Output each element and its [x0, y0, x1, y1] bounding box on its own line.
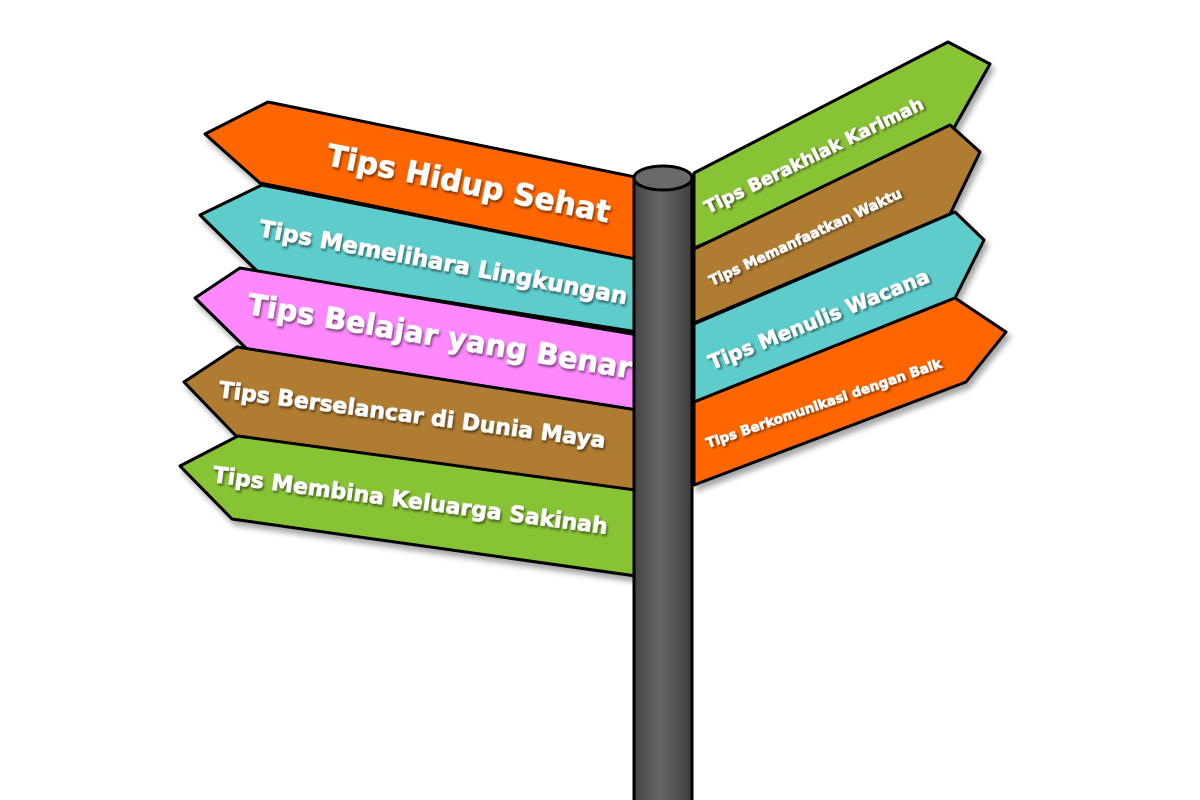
sign-board	[692, 296, 1008, 487]
sign-board	[692, 40, 992, 250]
sign-memanfaatkan-waktu: Tips Memanfaatkan Waktu	[692, 123, 982, 325]
sign-board	[178, 434, 652, 580]
sign-berselancar-di-dunia-maya: Tips Berselancar di Dunia Maya	[182, 345, 652, 495]
sign-board	[692, 123, 982, 325]
sign-hidup-sehat: Tips Hidup Sehat	[203, 100, 652, 264]
signpost-pole	[632, 164, 694, 800]
sign-board	[692, 210, 986, 404]
